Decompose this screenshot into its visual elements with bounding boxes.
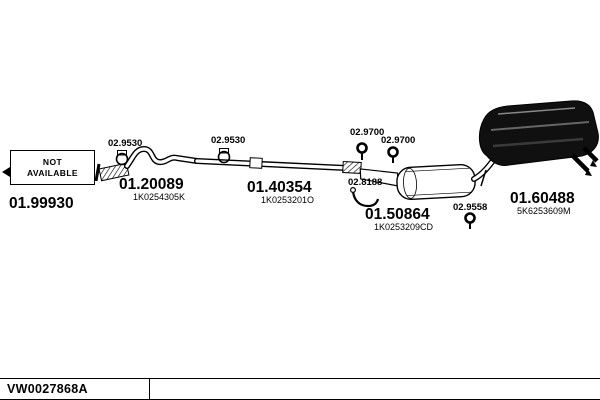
part-number-middle-muffler[interactable]: 01.50864	[365, 206, 430, 223]
part-number-rear-muffler[interactable]: 01.60488	[510, 190, 575, 207]
part-number-front-pipe[interactable]: 01.20089	[119, 176, 184, 193]
bracket-icon	[350, 187, 380, 208]
flex-coupling	[342, 161, 362, 174]
fastener-label-clamp-1[interactable]: 02.9530	[108, 138, 143, 149]
middle-muffler	[359, 163, 476, 201]
part-oem-code: 5K6253609M	[517, 206, 571, 216]
drawing-code: VW0027868A	[7, 382, 88, 396]
part-oem-code: 1K0254305K	[133, 192, 186, 202]
hanger-icon	[464, 212, 476, 229]
hanger-icon	[356, 142, 368, 160]
outlet-pipe	[471, 155, 498, 187]
fastener-label-bracket[interactable]: 02.8188	[348, 177, 383, 188]
fastener-label-hanger-2[interactable]: 02.9700	[381, 135, 416, 146]
footer-bar: VW0027868A	[0, 378, 600, 400]
part-oem-code: 1K0253209CD	[374, 222, 434, 232]
drawing-code-cell: VW0027868A	[0, 379, 150, 399]
continuation-arrow-icon	[2, 167, 10, 177]
part-oem-code: 1K0253201O	[261, 195, 315, 205]
hanger-icon	[387, 146, 399, 163]
rear-muffler	[479, 100, 599, 166]
part-number-center-pipe[interactable]: 01.40354	[247, 179, 312, 196]
part-number-front-section[interactable]: 01.99930	[9, 195, 74, 212]
clamp-icon	[115, 150, 129, 166]
not-available-line1: NOT	[42, 156, 63, 167]
fastener-label-hanger-1[interactable]: 02.9700	[350, 127, 385, 138]
clamp-icon	[217, 148, 231, 164]
tailpipes	[570, 146, 599, 176]
not-available-line2: AVAILABLE	[27, 168, 78, 178]
front-flex-pipe	[94, 145, 200, 182]
fastener-label-hanger-3[interactable]: 02.9558	[453, 202, 488, 213]
fastener-label-clamp-2[interactable]: 02.9530	[211, 135, 246, 146]
not-available-box: NOT AVAILABLE	[10, 150, 95, 185]
